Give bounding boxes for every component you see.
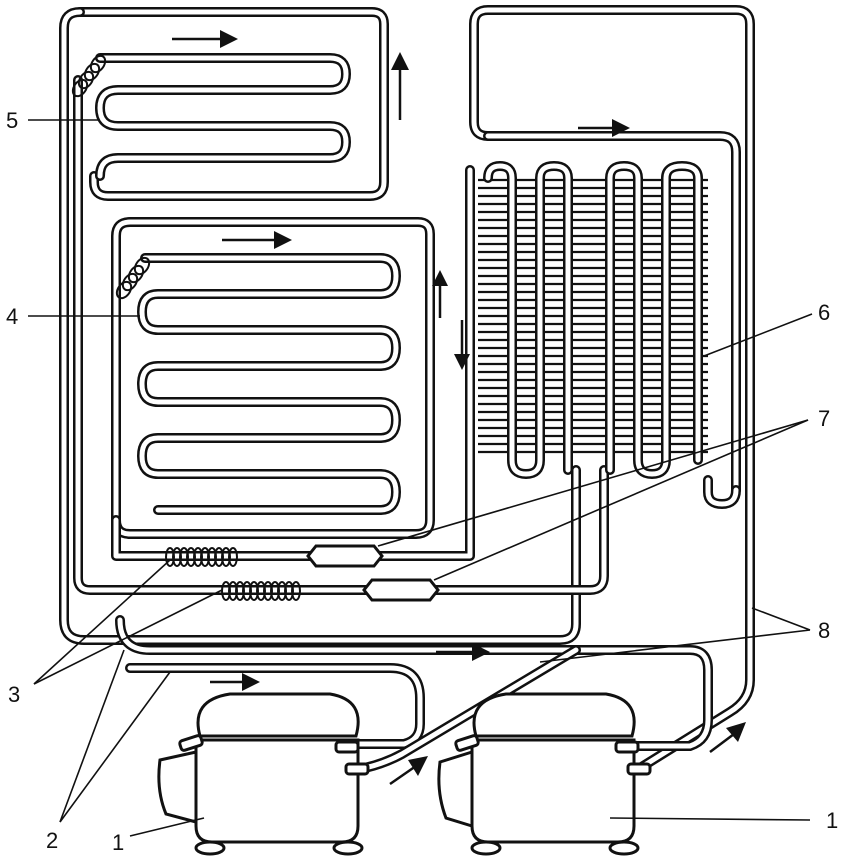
flow-arrow-discharge bbox=[436, 643, 490, 661]
heat-exchange-coil-upper bbox=[165, 547, 238, 567]
compressor-right bbox=[437, 692, 652, 856]
label-3: 3 bbox=[8, 682, 20, 707]
flow-arrow-mid-down bbox=[454, 320, 470, 370]
upper-capillary-coil bbox=[71, 54, 107, 98]
flow-arrow-middle bbox=[222, 231, 292, 249]
label-8: 8 bbox=[818, 618, 830, 643]
compressor-left bbox=[157, 692, 370, 856]
label-1-right: 1 bbox=[826, 808, 838, 833]
flow-arrow-condenser bbox=[578, 119, 630, 137]
filter-drier-lower bbox=[362, 578, 440, 602]
filter-drier-upper bbox=[306, 544, 384, 568]
flow-arrow-suction-right bbox=[709, 722, 746, 753]
lower-capillary-coil bbox=[115, 256, 151, 300]
flow-arrow-top bbox=[172, 30, 238, 48]
upper-evaporator-coil bbox=[95, 53, 351, 181]
label-2: 2 bbox=[46, 828, 58, 853]
label-6: 6 bbox=[818, 300, 830, 325]
flow-arrow-suction-left bbox=[389, 756, 428, 786]
label-5: 5 bbox=[6, 108, 18, 133]
leader-lines bbox=[28, 119, 813, 837]
coil-turn bbox=[228, 547, 238, 567]
condenser-serpentine bbox=[483, 161, 741, 509]
outer-loop-pipe bbox=[59, 7, 609, 645]
flow-arrow-upper-right bbox=[391, 52, 409, 120]
condenser-top-loop bbox=[469, 5, 755, 773]
lower-evaporator-coil bbox=[137, 253, 401, 515]
coil-turn bbox=[291, 581, 301, 601]
flow-arrow-mid-up bbox=[432, 270, 448, 318]
lower-evaporator-frame bbox=[111, 165, 475, 561]
label-4: 4 bbox=[6, 304, 18, 329]
label-7: 7 bbox=[818, 406, 830, 431]
flow-arrow-left-compressor bbox=[210, 673, 260, 691]
label-1-left: 1 bbox=[112, 830, 124, 855]
heat-exchange-coil-lower bbox=[221, 581, 301, 601]
